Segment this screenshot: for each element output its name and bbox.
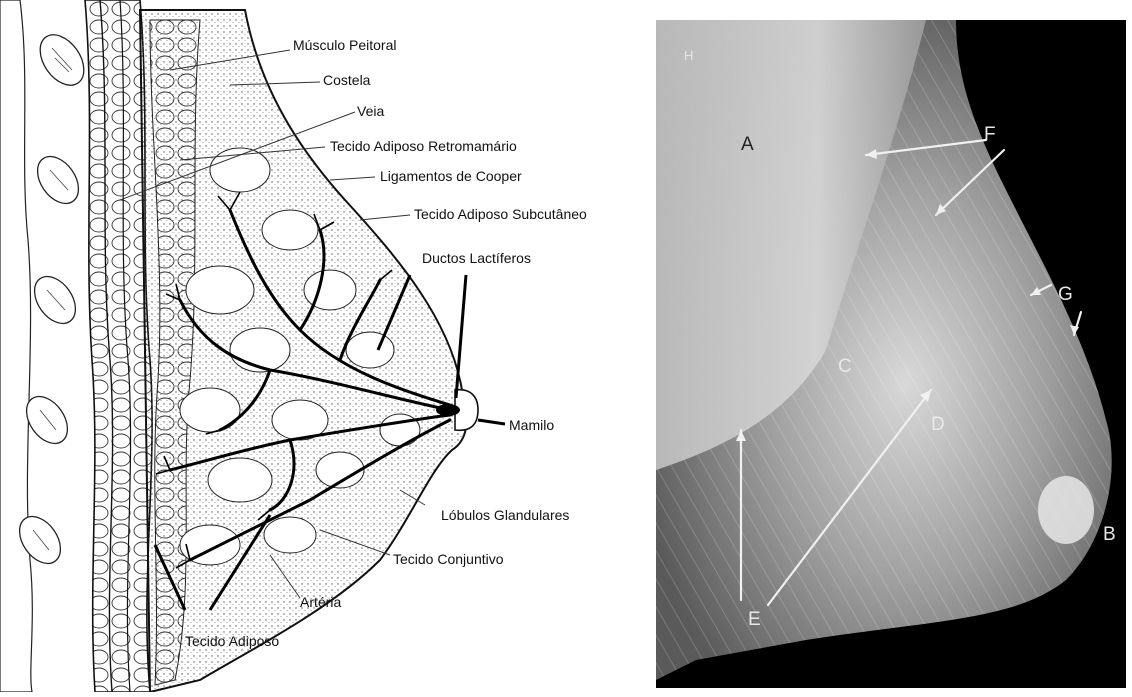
label-tecido-adiposo-subcutaneo: Tecido Adiposo Subcutâneo — [414, 206, 587, 222]
label-musculo-peitoral: Músculo Peitoral — [293, 37, 397, 53]
chest-wall-skin — [0, 0, 32, 692]
breast-anatomy-diagram: Músculo Peitoral Costela Veia Tecido Adi… — [0, 0, 640, 692]
anatomy-illustration: Músculo Peitoral Costela Veia Tecido Adi… — [0, 0, 640, 692]
label-e: E — [748, 609, 761, 630]
label-tecido-adiposo-retromamario: Tecido Adiposo Retromamário — [330, 138, 517, 154]
label-ductos-lactiferos: Ductos Lactíferos — [422, 250, 531, 266]
label-ligamentos-cooper: Ligamentos de Cooper — [380, 168, 522, 184]
label-g: G — [1058, 284, 1073, 305]
label-c: C — [838, 356, 852, 377]
label-h: H — [684, 48, 693, 63]
label-arteria: Artéria — [300, 594, 341, 610]
mammogram-xray: H A F G C D E B — [656, 20, 1126, 688]
label-tecido-conjuntivo: Tecido Conjuntivo — [393, 551, 504, 567]
label-costela: Costela — [323, 72, 371, 88]
label-d: D — [931, 414, 945, 435]
label-mamilo: Mamilo — [509, 417, 554, 433]
dense-region-b — [1038, 476, 1094, 544]
label-f: F — [984, 124, 996, 145]
label-a: A — [741, 134, 754, 155]
label-tecido-adiposo: Tecido Adiposo — [185, 633, 279, 649]
label-lobulos-glandulares: Lóbulos Glandulares — [441, 507, 569, 523]
label-b: B — [1103, 524, 1116, 545]
mammogram-image: H A F G C D E B — [656, 20, 1126, 688]
label-veia: Veia — [357, 103, 384, 119]
